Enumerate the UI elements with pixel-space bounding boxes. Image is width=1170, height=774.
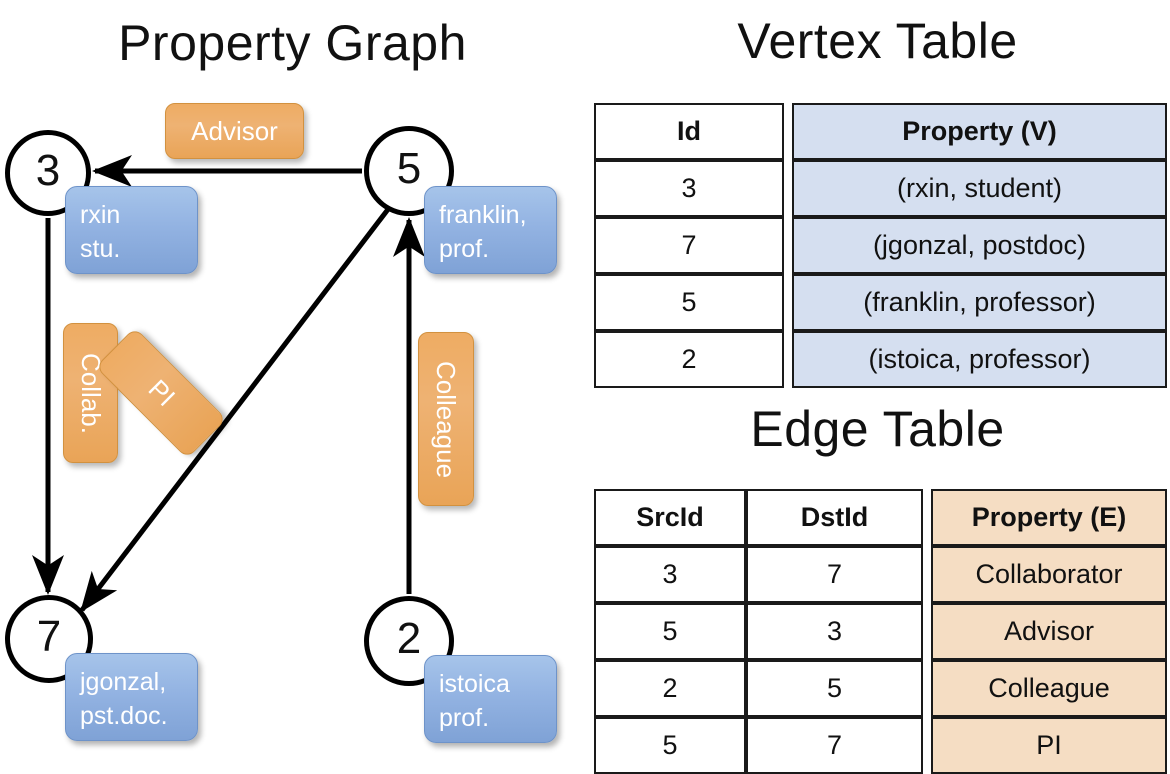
page-title-property-graph: Property Graph: [118, 15, 467, 71]
table-row[interactable]: 5 3 Advisor: [594, 603, 1167, 660]
vertex-id-cell: 7: [594, 217, 784, 274]
edge-property-cell: PI: [931, 717, 1167, 774]
edge-src-cell: 2: [594, 660, 746, 717]
graph-node-5-label: 5: [396, 144, 422, 193]
graph-node-7-label: 7: [36, 612, 62, 661]
graph-node-2-label: 2: [396, 614, 422, 663]
edge-table-header-dstid: DstId: [746, 489, 923, 546]
table-header-row: SrcId DstId Property (E): [594, 489, 1167, 546]
column-spacer: [784, 217, 792, 274]
vertex-id-cell: 5: [594, 274, 784, 331]
edge-table-header-property: Property (E): [931, 489, 1167, 546]
edge-label-collab: Collab.: [63, 323, 118, 463]
edge-label-text: Colleague: [431, 360, 462, 478]
table-row[interactable]: 7 (jgonzal, postdoc): [594, 217, 1167, 274]
table-header-row: Id Property (V): [594, 103, 1167, 160]
edge-arrow-pi: [80, 206, 391, 613]
graph-node-2[interactable]: 2: [364, 596, 454, 686]
column-spacer: [923, 489, 931, 546]
node-property-line: jgonzal,: [80, 668, 167, 696]
node-property-line: rxin: [80, 201, 121, 229]
edge-label-advisor: Advisor: [165, 103, 304, 159]
column-spacer: [923, 546, 931, 603]
edge-dst-cell: 7: [746, 546, 923, 603]
node-property-box-5: franklin, prof.: [424, 186, 557, 274]
edge-src-cell: 5: [594, 603, 746, 660]
node-property-line: prof.: [439, 703, 490, 732]
graph-node-3-label: 3: [35, 146, 61, 195]
edge-src-cell: 5: [594, 717, 746, 774]
edge-src-cell: 3: [594, 546, 746, 603]
node-property-box-2: istoica prof.: [424, 655, 557, 743]
edge-table: SrcId DstId Property (E) 3 7 Collaborato…: [594, 489, 1167, 774]
edge-label-text: Advisor: [191, 115, 278, 146]
graph-edges-layer: [32, 155, 425, 613]
vertex-table: Id Property (V) 3 (rxin, student) 7 (jgo…: [594, 103, 1167, 388]
node-property-line: istoica: [439, 670, 510, 698]
edge-label-text: PI: [142, 373, 181, 412]
column-spacer: [923, 717, 931, 774]
node-property-line: prof.: [439, 234, 490, 263]
edge-dst-cell: 5: [746, 660, 923, 717]
column-spacer: [784, 160, 792, 217]
vertex-table-header-id: Id: [594, 103, 784, 160]
vertex-id-cell: 2: [594, 331, 784, 388]
column-spacer: [923, 660, 931, 717]
edge-property-cell: Colleague: [931, 660, 1167, 717]
column-spacer: [784, 274, 792, 331]
column-spacer: [784, 331, 792, 388]
edge-property-cell: Advisor: [931, 603, 1167, 660]
property-graph-panel: Property Graph 3 5 7 2 rxin stu. frankli…: [0, 0, 585, 760]
vertex-property-cell: (istoica, professor): [792, 331, 1167, 388]
table-row[interactable]: 5 (franklin, professor): [594, 274, 1167, 331]
node-property-box-7: jgonzal, pst.doc.: [65, 653, 198, 741]
node-property-box-3: rxin stu.: [65, 186, 198, 274]
vertex-property-cell: (franklin, professor): [792, 274, 1167, 331]
edge-table-header-srcid: SrcId: [594, 489, 746, 546]
page-title-vertex-table: Vertex Table: [737, 13, 1018, 69]
edge-dst-cell: 3: [746, 603, 923, 660]
graph-node-5[interactable]: 5: [364, 126, 454, 216]
node-property-line: franklin,: [439, 201, 527, 229]
node-property-line: pst.doc.: [80, 701, 168, 730]
vertex-table-header-property: Property (V): [792, 103, 1167, 160]
vertex-property-cell: (jgonzal, postdoc): [792, 217, 1167, 274]
table-row[interactable]: 3 (rxin, student): [594, 160, 1167, 217]
edge-dst-cell: 7: [746, 717, 923, 774]
vertex-property-cell: (rxin, student): [792, 160, 1167, 217]
edge-property-cell: Collaborator: [931, 546, 1167, 603]
page-title-edge-table: Edge Table: [750, 401, 1005, 457]
edge-label-colleague: Colleague: [418, 332, 474, 506]
table-row[interactable]: 2 (istoica, professor): [594, 331, 1167, 388]
column-spacer: [923, 603, 931, 660]
table-row[interactable]: 2 5 Colleague: [594, 660, 1167, 717]
vertex-id-cell: 3: [594, 160, 784, 217]
node-property-line: stu.: [80, 234, 121, 263]
table-row[interactable]: 3 7 Collaborator: [594, 546, 1167, 603]
column-spacer: [784, 103, 792, 160]
table-row[interactable]: 5 7 PI: [594, 717, 1167, 774]
